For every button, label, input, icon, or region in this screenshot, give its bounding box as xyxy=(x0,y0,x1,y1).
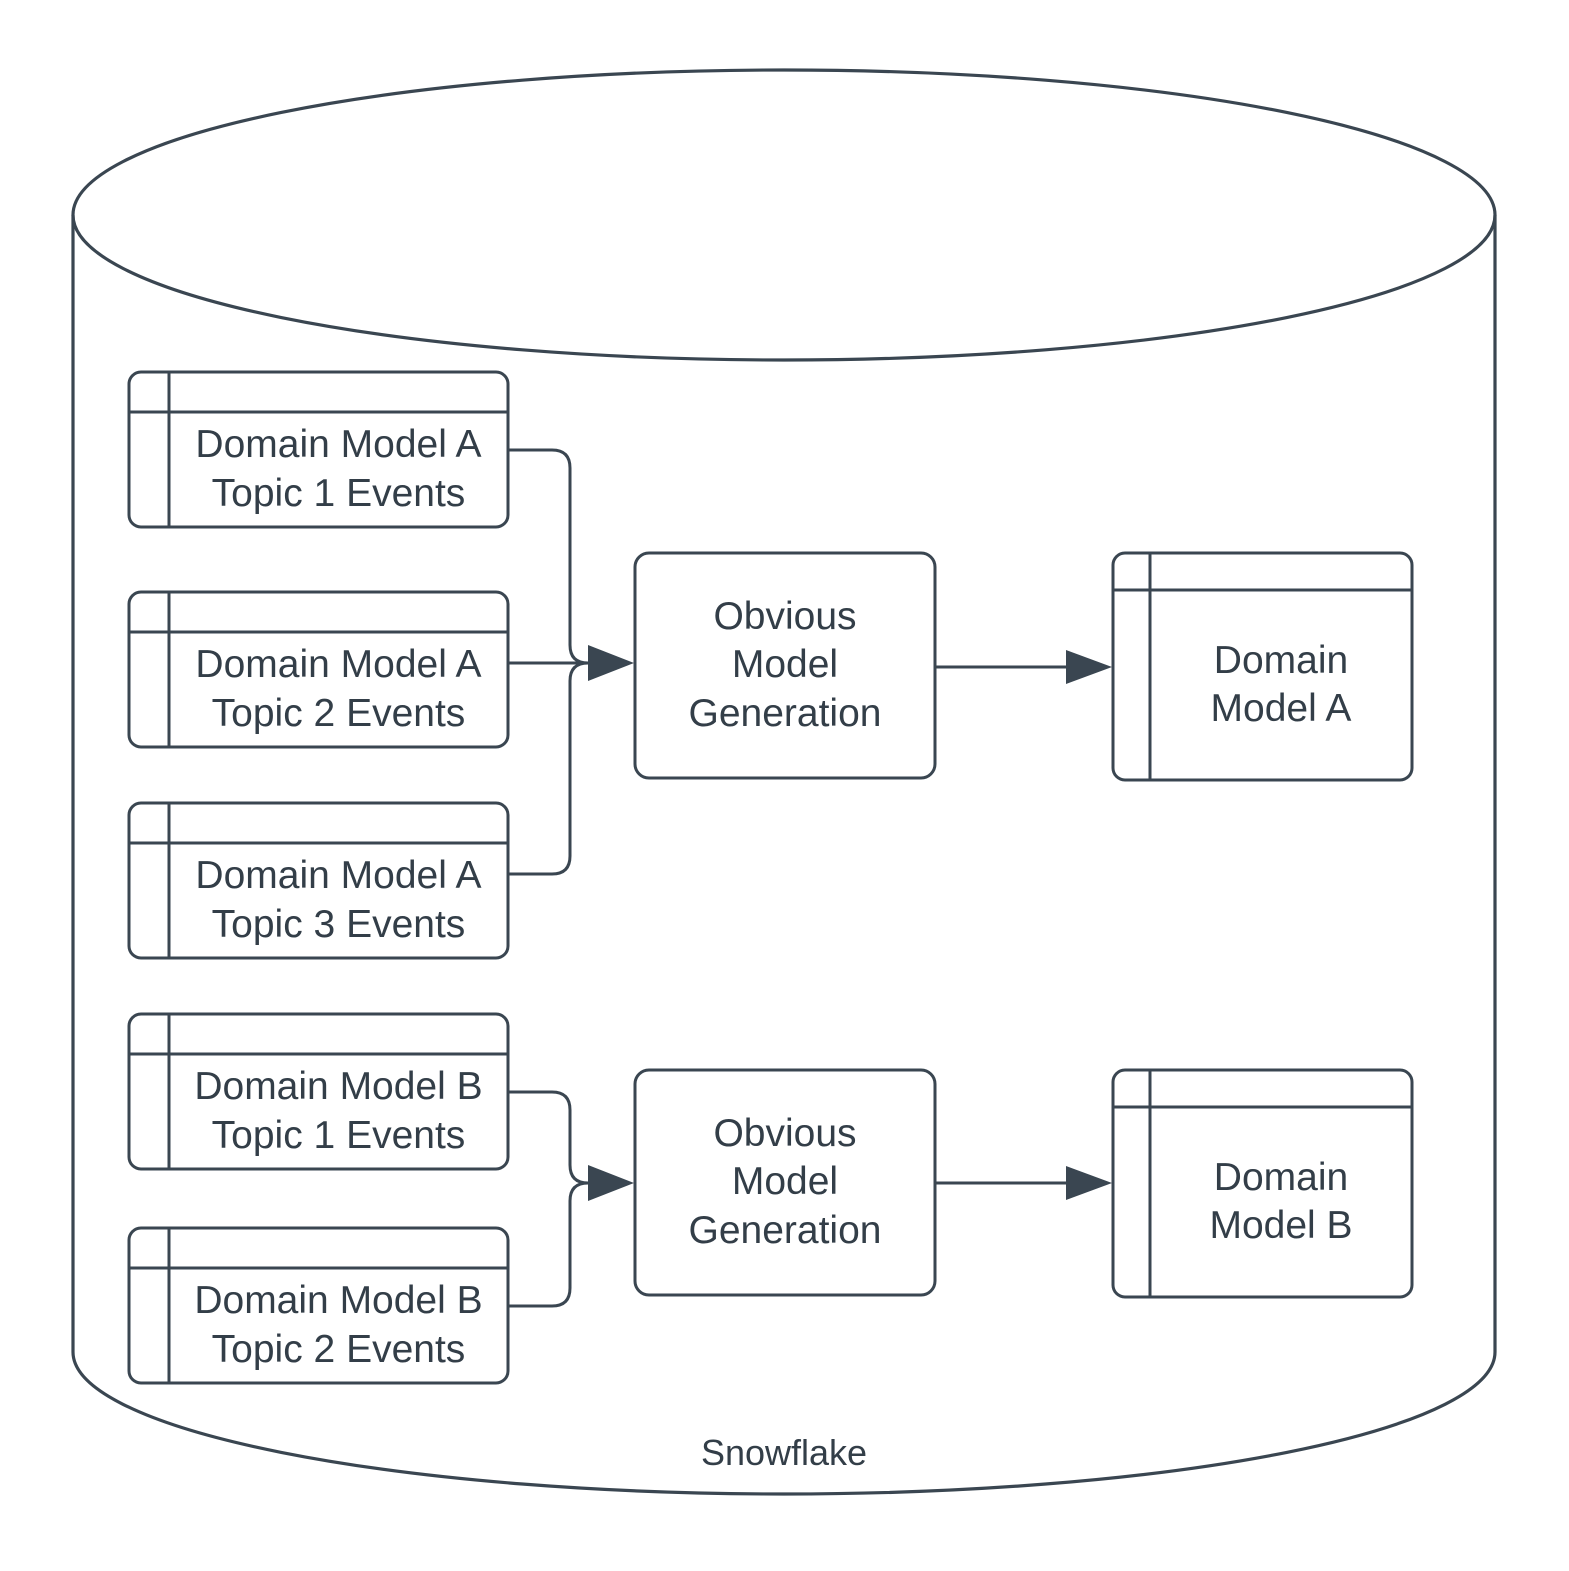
snowflake-cylinder xyxy=(71,68,1497,1496)
arrowhead-proc-a-in xyxy=(588,645,634,681)
source-shapes xyxy=(127,370,510,1385)
edge-a-topic-3-to-proc-a xyxy=(508,661,606,876)
table-shape-b-topic-1 xyxy=(127,1012,510,1171)
arrowhead-proc-b-in xyxy=(588,1165,634,1201)
table-shape-out-a xyxy=(1111,551,1414,782)
process-shape-b xyxy=(633,1068,937,1297)
output-shapes xyxy=(1111,551,1414,1299)
edge-b-topic-2-to-proc-b xyxy=(508,1181,606,1308)
edges-group-b xyxy=(508,1090,1112,1308)
table-shape-b-topic-2 xyxy=(127,1226,510,1385)
edge-b-topic-1-to-proc-b xyxy=(508,1090,606,1185)
edges-group-a xyxy=(508,448,1112,876)
edge-a-topic-1-to-proc-a xyxy=(508,448,606,665)
process-shapes xyxy=(633,551,937,1297)
table-shape-a-topic-3 xyxy=(127,801,510,960)
table-shape-a-topic-2 xyxy=(127,590,510,749)
arrowhead-out-a-in xyxy=(1066,650,1112,684)
table-shape-a-topic-1 xyxy=(127,370,510,529)
arrowhead-out-b-in xyxy=(1066,1166,1112,1200)
process-shape-a xyxy=(633,551,937,780)
table-shape-out-b xyxy=(1111,1068,1414,1299)
